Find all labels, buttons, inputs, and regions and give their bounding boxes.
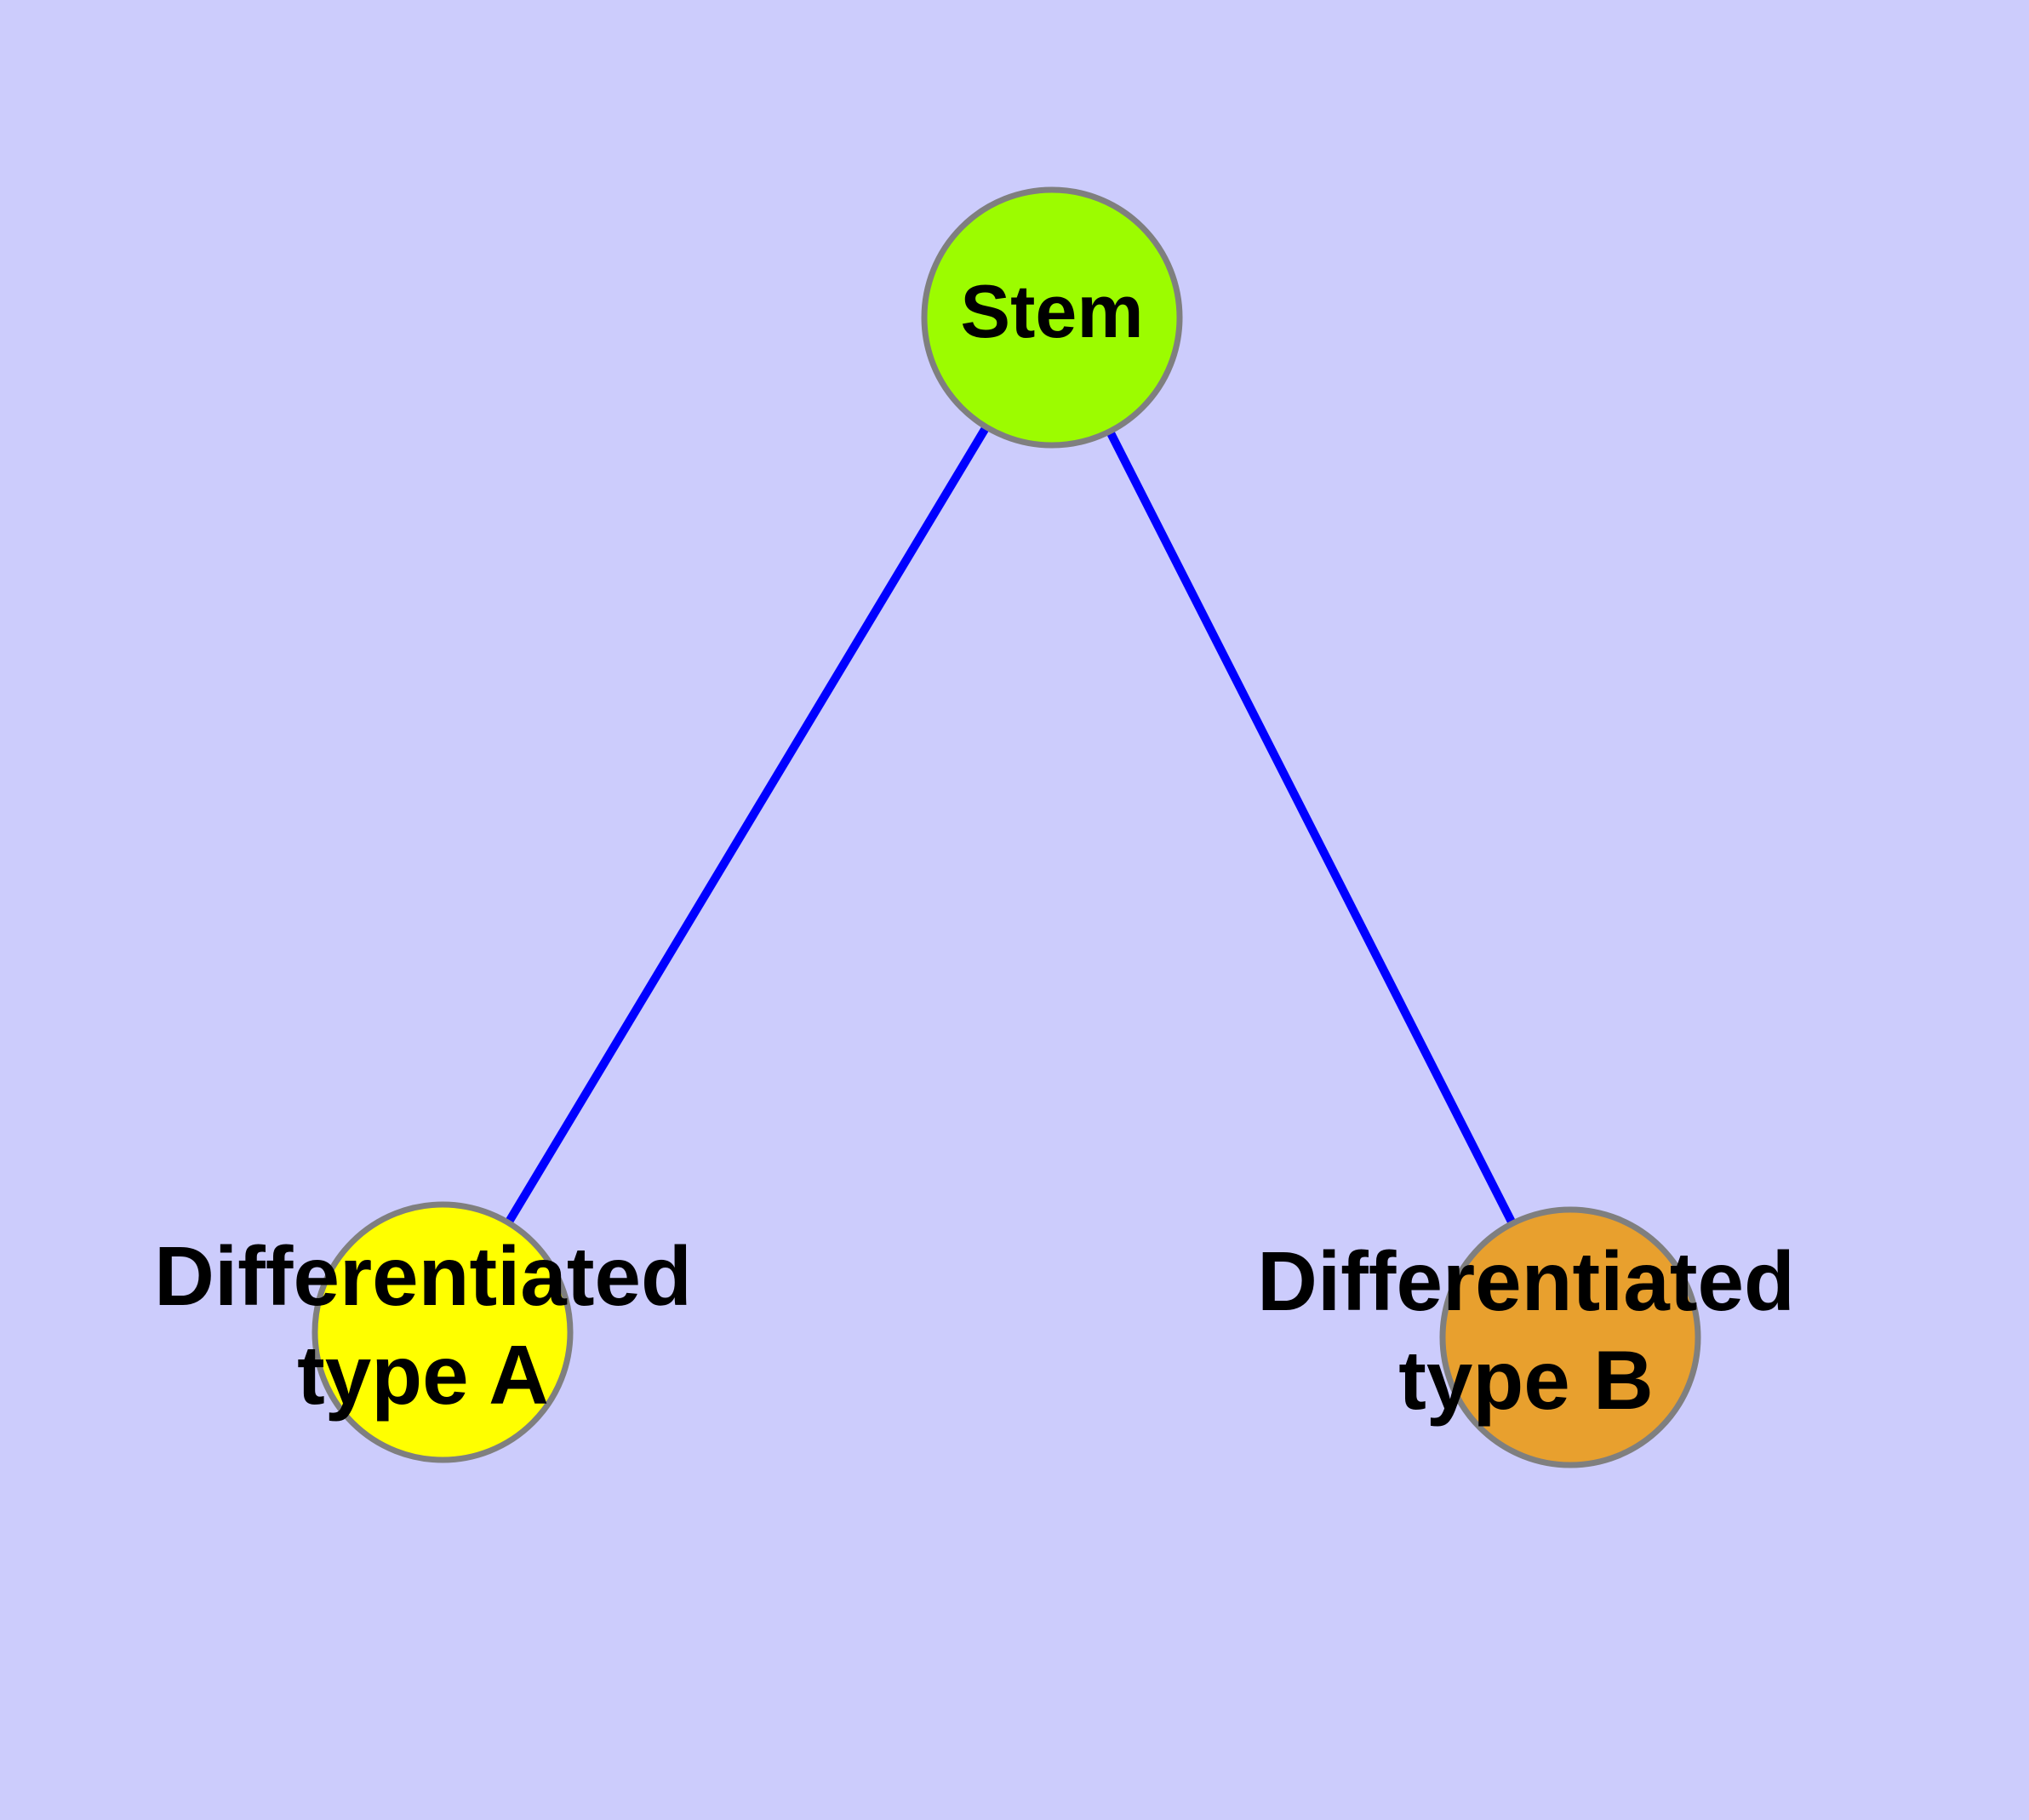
edges-group bbox=[502, 421, 1518, 1229]
node-differentiated-a[interactable] bbox=[311, 1201, 574, 1463]
label-line: Stem bbox=[960, 269, 1143, 353]
label-line: Differentiated bbox=[1257, 1234, 1795, 1328]
node-differentiated-b-circle[interactable] bbox=[1439, 1206, 1701, 1468]
node-stem[interactable] bbox=[921, 186, 1183, 449]
nodes-group bbox=[311, 186, 1701, 1468]
label-line: Differentiated bbox=[154, 1229, 692, 1323]
node-stem-label: Stem bbox=[960, 269, 1143, 353]
label-line: type A bbox=[297, 1328, 549, 1422]
node-differentiated-a-circle[interactable] bbox=[311, 1201, 574, 1463]
edge-stem-to-differentiated-b[interactable] bbox=[1104, 426, 1518, 1229]
node-stem-circle[interactable] bbox=[921, 186, 1183, 449]
edge-stem-to-differentiated-a[interactable] bbox=[502, 421, 992, 1228]
node-differentiated-b[interactable] bbox=[1439, 1206, 1701, 1468]
label-line: type B bbox=[1398, 1333, 1654, 1427]
